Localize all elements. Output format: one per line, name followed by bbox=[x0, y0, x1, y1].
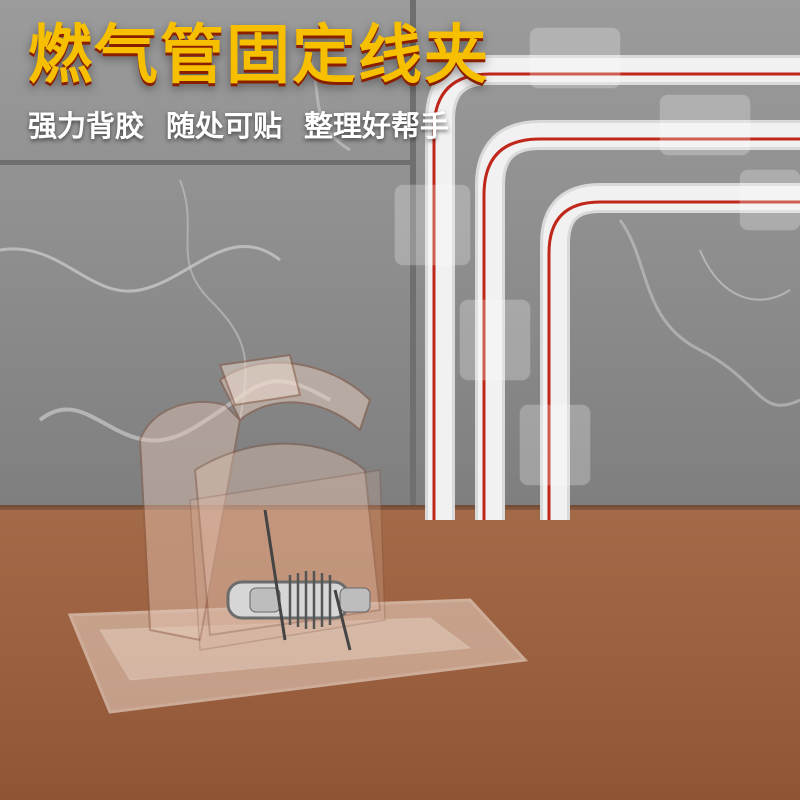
tile-seam-vertical bbox=[410, 0, 416, 520]
gas-pipes bbox=[394, 27, 800, 520]
subheadline-phrase: 强力背胶 bbox=[28, 109, 145, 143]
headline: 燃气管固定线夹 bbox=[28, 19, 490, 93]
subheadline: 强力背胶 随处可贴 整理好帮手 bbox=[28, 104, 748, 144]
marble-wall bbox=[0, 0, 800, 520]
subheadline-phrase: 整理好帮手 bbox=[304, 109, 450, 143]
subheadline-phrase: 随处可贴 bbox=[166, 109, 283, 143]
tile-seam-horizontal bbox=[0, 160, 410, 165]
